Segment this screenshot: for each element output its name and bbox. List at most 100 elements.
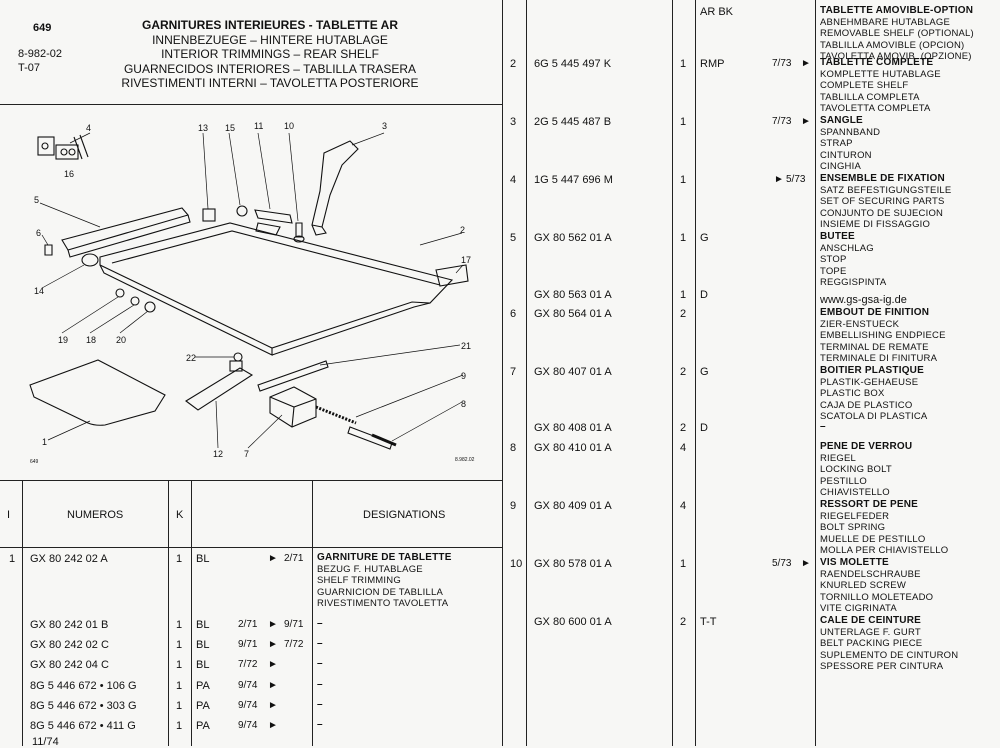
left_table-code: BL bbox=[196, 619, 210, 631]
designation-line: RIEGEL bbox=[820, 452, 857, 464]
document-ref: 8-982-02 bbox=[18, 48, 63, 60]
right_table-num: 2G 5 445 487 B bbox=[534, 116, 612, 128]
divider-page-center bbox=[502, 0, 503, 746]
designation-line: PLASTIK-GEHAEUSE bbox=[820, 376, 919, 388]
designation-line: SPESSORE PER CINTURA bbox=[820, 661, 944, 672]
designation-line: VIS MOLETTE bbox=[820, 557, 889, 568]
designation-line: ENSEMBLE DE FIXATION bbox=[820, 173, 945, 184]
left_table-arrow: ► bbox=[268, 659, 278, 670]
designation-line: PESTILLO bbox=[820, 475, 868, 487]
designation-line: ABNEHMBARE HUTABLAGE bbox=[820, 16, 950, 28]
left_table-code: PA bbox=[196, 700, 210, 712]
left_table-k: 1 bbox=[176, 720, 183, 732]
right_table-code: G bbox=[700, 366, 709, 378]
designation-line: CINTURON bbox=[820, 149, 872, 161]
designation-line: KNURLED SCREW bbox=[820, 580, 906, 591]
callout-label-22: 22 bbox=[186, 353, 196, 363]
right_table-from: 7/73 bbox=[772, 116, 792, 127]
right_table-num: GX 80 563 01 A bbox=[534, 289, 612, 301]
right_table-i: 3 bbox=[510, 116, 517, 128]
left_table-k: 1 bbox=[176, 619, 183, 631]
right_table-arrow: ► bbox=[801, 116, 811, 127]
left_table-designation: – bbox=[317, 658, 323, 670]
designation-line: MUELLE DE PESTILLO bbox=[820, 533, 926, 545]
designation-line: – bbox=[317, 638, 323, 649]
designation-line: REGGISPINTA bbox=[820, 277, 887, 288]
right_table-code: G bbox=[700, 232, 709, 244]
designation-line: CALE DE CEINTURE bbox=[820, 615, 921, 626]
col-header-k: K bbox=[176, 509, 184, 521]
callout-label-12: 12 bbox=[213, 449, 223, 459]
designation-line: – bbox=[317, 679, 323, 690]
designation-line: BOLT SPRING bbox=[820, 522, 886, 533]
designation-line: TABLILLA AMOVIBLE (OPCION) bbox=[820, 39, 965, 51]
designation-line: PLASTIC BOX bbox=[820, 388, 885, 399]
left_table-to: 7/72 bbox=[284, 639, 304, 650]
right_table-to: 5/73 bbox=[786, 174, 806, 185]
title-line: INTERIOR TRIMMINGS – REAR SHELF bbox=[161, 47, 379, 61]
designation-line: CONJUNTO DE SUJECION bbox=[820, 207, 944, 219]
right_table-i: 7 bbox=[510, 366, 517, 378]
callout-label-10: 10 bbox=[284, 121, 294, 131]
left_table-from: 9/74 bbox=[238, 720, 258, 731]
right_table-num: GX 80 409 01 A bbox=[534, 500, 612, 512]
designation-line: SPANNBAND bbox=[820, 126, 881, 138]
left_table-k: 1 bbox=[176, 553, 183, 565]
page-number: 649 bbox=[33, 22, 52, 34]
left-footnote: 11/74 bbox=[32, 736, 59, 748]
right_table-code: RMP bbox=[700, 58, 725, 70]
designation-line: ANSCHLAG bbox=[820, 242, 874, 254]
figure-small-ref: 8.982.02 bbox=[455, 457, 475, 463]
right_table-arrow: ► bbox=[801, 558, 811, 569]
designation-line: RIEGELFEDER bbox=[820, 510, 890, 522]
designation-line: – bbox=[820, 421, 826, 432]
left_table-num: GX 80 242 04 C bbox=[30, 659, 109, 671]
left_table-k: 1 bbox=[176, 659, 183, 671]
designation-line: – bbox=[317, 699, 323, 710]
callout-label-20: 20 bbox=[116, 335, 126, 345]
designation-line: TABLETTE AMOVIBLE-OPTION bbox=[820, 5, 974, 16]
left_table-arrow: ► bbox=[268, 619, 278, 630]
callout-label-16: 16 bbox=[64, 169, 74, 179]
designation-line: RESSORT DE PENE bbox=[820, 499, 919, 510]
right_table-k: 2 bbox=[680, 308, 687, 320]
designation-line: BELT PACKING PIECE bbox=[820, 638, 923, 649]
left_table-num: GX 80 242 02 A bbox=[30, 553, 108, 565]
watermark-link[interactable]: www.gs-gsa-ig.de bbox=[820, 294, 907, 306]
designation-line: KOMPLETTE HUTABLAGE bbox=[820, 68, 941, 80]
designation-line: REMOVABLE SHELF (OPTIONAL) bbox=[820, 28, 974, 39]
designation-line: EMBOUT DE FINITION bbox=[820, 307, 930, 318]
title-line: GARNITURES INTERIEURES - TABLETTE AR bbox=[141, 18, 398, 32]
left_table-code: BL bbox=[196, 553, 210, 565]
right_table-num: GX 80 564 01 A bbox=[534, 308, 612, 320]
right_table-num: GX 80 578 01 A bbox=[534, 558, 612, 570]
col-line-i bbox=[22, 480, 23, 746]
designation-line: – bbox=[317, 658, 323, 669]
left_table-designation: – bbox=[317, 638, 323, 650]
left_table-num: GX 80 242 01 B bbox=[30, 619, 109, 631]
designation-line: SCATOLA DI PLASTICA bbox=[820, 411, 928, 422]
right_table-num: GX 80 407 01 A bbox=[534, 366, 612, 378]
designation-line: – bbox=[317, 618, 323, 629]
diagram-rail bbox=[61, 207, 189, 251]
right_table-k: 1 bbox=[680, 289, 687, 301]
right_table-i: 10 bbox=[510, 558, 523, 570]
right_table-designation: – bbox=[820, 421, 826, 433]
designation-line: TERMINAL DE REMATE bbox=[820, 341, 929, 353]
right_table-k: 2 bbox=[680, 366, 687, 378]
col-line-r-num bbox=[672, 0, 673, 746]
left_table-arrow: ► bbox=[268, 720, 278, 731]
designation-line: LOCKING BOLT bbox=[820, 464, 892, 475]
col-line-desc bbox=[312, 480, 313, 746]
figure-small-number: 649 bbox=[30, 459, 39, 465]
designation-line: INSIEME DI FISSAGGIO bbox=[820, 219, 931, 230]
designation-line: CAJA DE PLASTICO bbox=[820, 399, 913, 411]
right_table-num: GX 80 600 01 A bbox=[534, 616, 612, 628]
